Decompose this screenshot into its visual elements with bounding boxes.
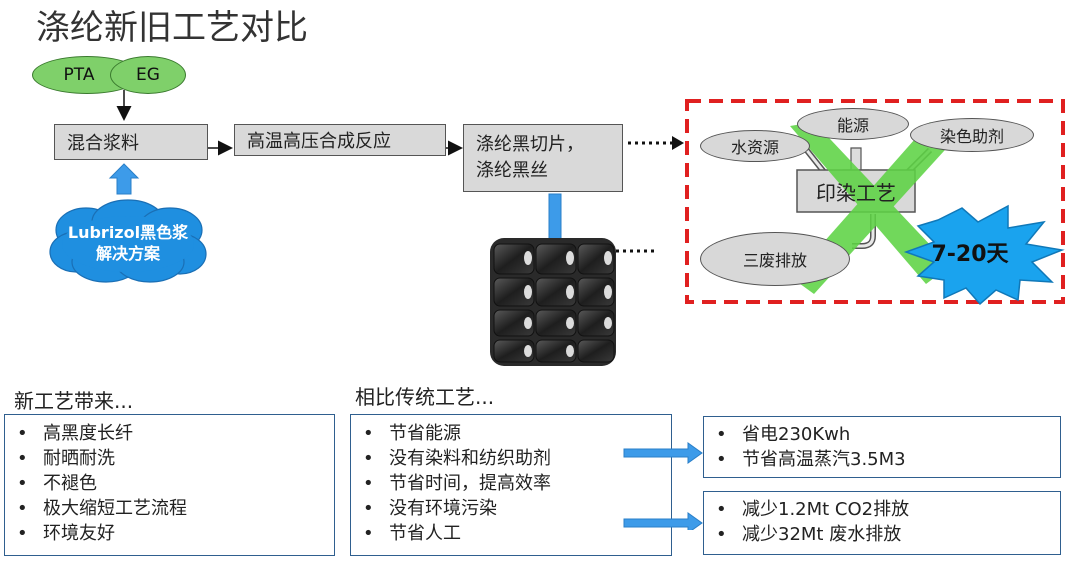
flow-step-synthesis: 高温高压合成反应 [234,124,446,156]
bullet: • [363,523,374,544]
list-item: • 高黑度长纤 [17,421,334,446]
benefit-item-text: 极大缩短工艺流程 [43,498,187,519]
list-item: • 耐晒耐洗 [17,446,334,471]
bullet: • [363,448,374,469]
dyeing-process-label: 印染工艺 [816,180,896,205]
blue-up-arrow [108,163,140,195]
bullet: • [363,423,374,444]
result-arrows [623,442,703,530]
pta-label: PTA [63,65,95,85]
old-process-dashed-box [685,99,1065,304]
bullet: • [17,423,28,444]
bullet: • [716,424,727,445]
list-item: • 极大缩短工艺流程 [17,496,334,521]
bullet: • [716,499,727,520]
solution-line1: Lubrizol黑色浆 [67,223,189,242]
savings-panel: • 省电230Kwh • 节省高温蒸汽3.5M3 [703,416,1061,478]
flow-step-product-line1: 涤纶黑切片， [476,134,584,155]
savings-item-text: 省电230Kwh [742,424,851,445]
energy-label: 能源 [836,116,869,135]
bullet: • [17,448,28,469]
comparison-list: • 节省能源 • 没有染料和纺织助剂 • 节省时间，提高效率 • 没有环境污染 • 节省人… [351,415,671,546]
savings-list: • 省电230Kwh • 节省高温蒸汽3.5M3 [704,417,1060,472]
reductions-item-text: 减少1.2Mt CO2排放 [742,499,910,520]
list-item: • 减少32Mt 废水排放 [716,522,1060,547]
list-item: • 没有环境污染 [363,496,671,521]
benefits-panel: • 高黑度长纤 • 耐晒耐洗 • 不褪色 • 极大缩短工艺流程 • 环境友好 [4,414,335,556]
bullet: • [17,473,28,494]
eg-label: EG [136,65,160,85]
solution-label: Lubrizol黑色浆 解决方案 [50,222,206,264]
list-item: • 节省高温蒸汽3.5M3 [716,447,1060,472]
waste-discharge-label: 三废排放 [742,251,807,270]
benefit-item-text: 不褪色 [43,473,97,494]
page-title: 涤纶新旧工艺对比 [36,8,308,48]
comparison-item-text: 节省时间，提高效率 [389,473,551,494]
waste-discharge-ellipse: 三废排放 [700,232,850,286]
water-resource-label: 水资源 [730,138,779,157]
comparison-item-text: 没有环境污染 [389,498,497,519]
arrow-right-icon [623,512,703,530]
list-item: • 减少1.2Mt CO2排放 [716,497,1060,522]
auxiliaries-label: 染色助剂 [939,127,1004,146]
benefit-item-text: 环境友好 [43,523,115,544]
list-item: • 节省能源 [363,421,671,446]
list-item: • 节省人工 [363,521,671,546]
flow-step-product-line2: 涤纶黑丝 [476,160,548,181]
bullet: • [716,524,727,545]
reductions-list: • 减少1.2Mt CO2排放 • 减少32Mt 废水排放 [704,492,1060,547]
energy-ellipse: 能源 [797,108,909,140]
benefits-list: • 高黑度长纤 • 耐晒耐洗 • 不褪色 • 极大缩短工艺流程 • 环境友好 [5,415,334,546]
comparison-panel: • 节省能源 • 没有染料和纺织助剂 • 节省时间，提高效率 • 没有环境污染 • 节省人… [350,414,672,556]
water-resource-ellipse: 水资源 [700,130,810,162]
flow-step-synthesis-label: 高温高压合成反应 [247,131,391,152]
benefit-item-text: 耐晒耐洗 [43,448,115,469]
list-item: • 节省时间，提高效率 [363,471,671,496]
list-item: • 不褪色 [17,471,334,496]
savings-item-text: 节省高温蒸汽3.5M3 [742,449,906,470]
comparison-heading: 相比传统工艺... [355,385,495,409]
benefits-heading: 新工艺带来... [14,389,134,413]
black-yarn-photo [490,238,616,366]
list-item: • 省电230Kwh [716,422,1060,447]
solution-line2: 解决方案 [95,244,160,263]
flow-step-product: 涤纶黑切片， 涤纶黑丝 [463,124,623,192]
starburst-icon [903,204,1065,306]
bullet: • [716,449,727,470]
auxiliaries-ellipse: 染色助剂 [910,118,1034,152]
bullet: • [17,523,28,544]
reductions-panel: • 减少1.2Mt CO2排放 • 减少32Mt 废水排放 [703,491,1061,555]
bullet: • [363,498,374,519]
comparison-item-text: 没有染料和纺织助剂 [389,448,551,469]
arrow-right-icon [623,442,703,464]
duration-label: 7-20天 [931,242,1009,267]
list-item: • 环境友好 [17,521,334,546]
bullet: • [17,498,28,519]
flow-step-mixing: 混合浆料 [54,124,208,160]
reductions-item-text: 减少32Mt 废水排放 [742,524,902,545]
benefit-item-text: 高黑度长纤 [43,423,133,444]
cloud-icon [49,199,207,283]
dotted-arrowhead-right [672,136,684,150]
flow-step-mixing-label: 混合浆料 [67,133,139,154]
list-item: • 没有染料和纺织助剂 [363,446,671,471]
comparison-item-text: 节省人工 [389,523,461,544]
bullet: • [363,473,374,494]
eg-ellipse: EG [110,56,186,94]
comparison-item-text: 节省能源 [389,423,461,444]
